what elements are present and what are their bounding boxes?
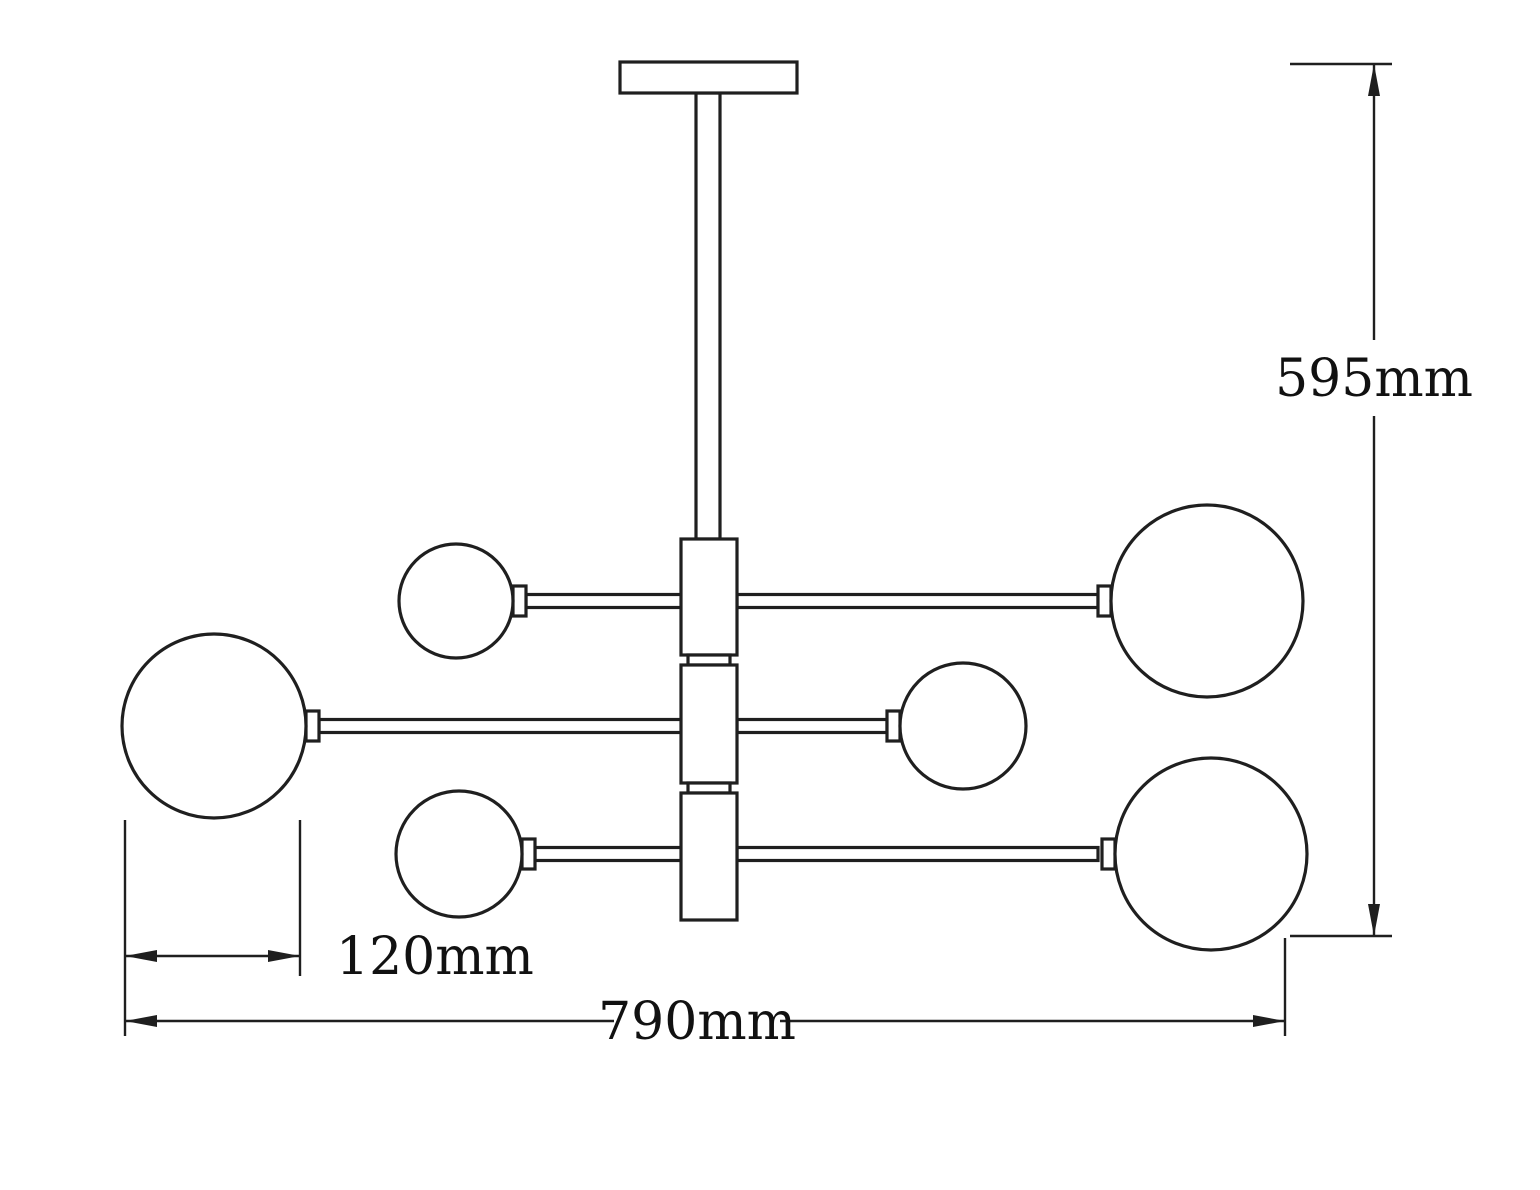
width-dimension-label: 790mm xyxy=(598,992,796,1052)
socket-collar-middle-right xyxy=(885,709,902,743)
socket-collar-bottom-left xyxy=(520,837,537,871)
arm-top-left xyxy=(524,592,685,610)
globe-top-right xyxy=(1109,503,1305,699)
height-arrow-up xyxy=(1368,64,1380,96)
socket-collar-bottom-right xyxy=(1100,837,1117,871)
socket-collar-top-right xyxy=(1096,584,1113,618)
height-dimension-label: 595mm xyxy=(1275,349,1473,409)
height-arrow-down xyxy=(1368,904,1380,936)
dimension-height-595: 595mm xyxy=(1275,62,1473,938)
socket-collar-middle-left xyxy=(304,709,321,743)
globe-arrow-left xyxy=(125,950,157,962)
chandelier-fixture xyxy=(120,60,1309,952)
socket-collar-top-left xyxy=(511,584,528,618)
globe-dimension-label: 120mm xyxy=(336,927,534,987)
width-arrow-left xyxy=(125,1015,157,1027)
globe-bottom-right xyxy=(1113,756,1309,952)
globe-top-left xyxy=(397,542,515,660)
dimension-width-790: 790mm xyxy=(125,938,1287,1052)
body-column-middle-segment xyxy=(679,663,739,785)
dimension-globe-120: 120mm xyxy=(123,820,534,1036)
arm-top-right xyxy=(735,592,1100,610)
ceiling-canopy xyxy=(618,60,799,95)
globe-middle-right xyxy=(898,661,1028,791)
globe-bottom-left xyxy=(394,789,524,919)
arm-bottom-right xyxy=(735,845,1100,863)
body-column-bottom-segment xyxy=(679,791,739,922)
globe-middle-left xyxy=(120,632,308,820)
down-rod xyxy=(694,91,722,541)
arm-middle-right xyxy=(735,717,889,735)
globe-arrow-right xyxy=(268,950,300,962)
arm-middle-left xyxy=(317,717,685,735)
width-arrow-right xyxy=(1253,1015,1285,1027)
body-column-top-segment xyxy=(679,537,739,657)
arm-bottom-left xyxy=(533,845,685,863)
